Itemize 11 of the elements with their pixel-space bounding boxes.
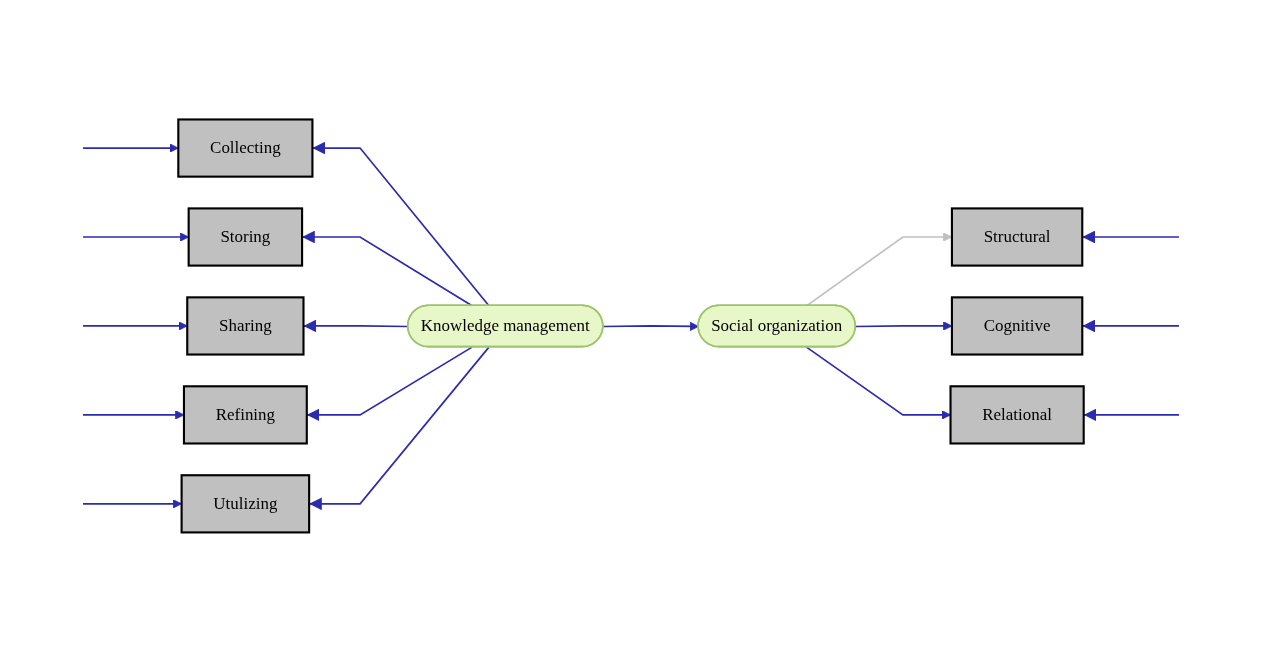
node-box: Refining: [182, 384, 308, 445]
node-box: Collecting: [177, 117, 314, 178]
node-box: Utulizing: [180, 473, 311, 534]
node-box: Cognitive: [950, 295, 1084, 356]
arrow: [805, 345, 951, 420]
node-box: Relational: [949, 384, 1085, 445]
node-box: Storing: [187, 206, 304, 267]
node-box: Sharing: [186, 295, 305, 356]
node-box: Structural: [950, 206, 1084, 267]
arrow: [82, 320, 188, 331]
arrow: [82, 142, 179, 153]
